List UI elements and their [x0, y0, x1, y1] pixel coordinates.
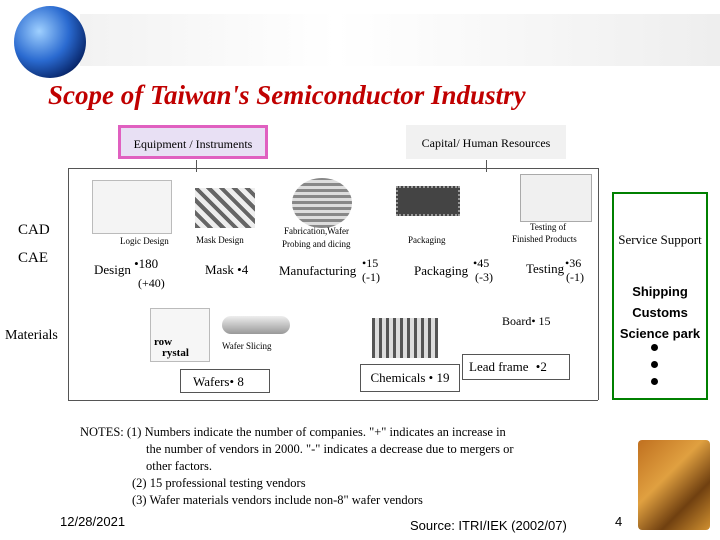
chemicals-bullet: • — [428, 370, 434, 385]
fabrication-label-1: Fabrication,Wafer — [284, 226, 349, 236]
testing-label: Testing — [526, 261, 565, 276]
materials-label: Materials — [5, 328, 58, 343]
mask-count: Mask •4 — [205, 262, 248, 278]
mask-value: 4 — [241, 262, 249, 277]
equipment-box: Equipment / Instruments — [118, 125, 268, 159]
logic-design-label: Logic Design — [120, 236, 169, 246]
globe-icon — [14, 6, 86, 78]
main-outline-top — [68, 168, 598, 169]
leadframe-label: Lead frame — [469, 359, 529, 374]
manufacturing-change: (-1) — [362, 270, 380, 284]
chemicals-label: Chemicals — [370, 370, 426, 385]
packaging-count: Packaging — [414, 263, 468, 279]
service-support-title: Service Support — [618, 232, 702, 247]
page-title: Scope of Taiwan's Semiconductor Industry — [48, 80, 526, 110]
design-change: (+40) — [138, 276, 165, 290]
note-line-3: other factors. — [146, 459, 212, 473]
wafer-slicing-label: Wafer Slicing — [222, 341, 272, 351]
service-item-shipping: Shipping — [632, 284, 688, 299]
mask-illustration — [195, 188, 255, 228]
testing-bullet: • — [565, 256, 570, 270]
design-workstation-illustration — [92, 180, 172, 234]
board-bullet: • — [531, 314, 536, 328]
crystal-label-1: row — [154, 336, 173, 348]
vertical-divider-right — [486, 160, 487, 172]
testing-count: Testing — [526, 261, 564, 277]
leadframe-bullet: • — [535, 359, 541, 374]
wafers-label: Wafers — [193, 374, 230, 389]
note-line-4: (2) 15 professional testing vendors — [132, 476, 306, 490]
design-count: Design •180 — [94, 256, 158, 278]
top-banner — [80, 14, 720, 66]
note-line-2: the number of vendors in 2000. "-" indic… — [146, 442, 514, 456]
wafer-illustration — [292, 178, 352, 228]
manufacturing-count: Manufacturing — [279, 263, 356, 279]
leadframe-value: 2 — [540, 359, 547, 374]
mask-label: Mask — [205, 262, 234, 277]
testing-label-1: Testing of — [530, 222, 567, 232]
crystal-label-2: rystal — [162, 347, 189, 359]
equipment-label: Equipment / Instruments — [133, 137, 253, 151]
service-support-box: Service Support Shipping Customs Science… — [612, 192, 708, 400]
fabrication-label-2: Probing and dicing — [282, 239, 351, 249]
packaging-value: 45 — [477, 256, 490, 270]
page-number: 4 — [615, 514, 623, 529]
wafers-bullet: • — [229, 374, 235, 389]
leadframe-box: Lead frame •2 — [462, 354, 570, 380]
mask-bullet: • — [237, 262, 242, 277]
crystal-illustration — [150, 308, 210, 362]
main-outline-bottom — [68, 400, 598, 401]
service-item-sciencepark: Science park — [619, 326, 701, 341]
footer-date: 12/28/2021 — [60, 514, 126, 529]
circuit-board-illustration — [372, 318, 438, 358]
chip-package-illustration — [396, 186, 460, 216]
packaging-stage-label: Packaging — [408, 235, 446, 245]
books-illustration — [638, 440, 710, 530]
board-value: 15 — [538, 314, 551, 328]
testing-illustration — [520, 174, 592, 222]
note-line-1: NOTES: (1) Numbers indicate the number o… — [80, 425, 506, 439]
wafers-box: Wafers• 8 — [180, 369, 270, 393]
chemicals-value: 19 — [436, 370, 450, 385]
board-count: Board• 15 — [502, 314, 551, 329]
main-outline-left — [68, 168, 69, 400]
wafers-value: 8 — [237, 374, 244, 389]
capital-box: Capital/ Human Resources — [406, 125, 566, 159]
chemicals-box: Chemicals • 19 — [360, 364, 460, 392]
design-value: 180 — [138, 256, 159, 271]
capital-label: Capital/ Human Resources — [421, 136, 551, 150]
packaging-value-wrap: •45 — [473, 256, 489, 271]
design-label: Design — [94, 262, 131, 277]
packaging-label: Packaging — [414, 263, 469, 278]
board-label: Board — [502, 314, 532, 328]
ellipsis-dot-1 — [651, 344, 658, 351]
manufacturing-value-wrap: •15 — [362, 256, 378, 271]
main-outline-right — [598, 168, 599, 400]
testing-change: (-1) — [566, 270, 584, 284]
cae-label: CAE — [18, 250, 48, 266]
service-item-customs: Customs — [632, 305, 688, 320]
ellipsis-dot-2 — [651, 361, 658, 368]
ingot-illustration — [222, 316, 290, 334]
design-bullet: • — [134, 256, 139, 271]
notes: NOTES: (1) Numbers indicate the number o… — [80, 424, 514, 509]
cad-label: CAD — [18, 222, 50, 238]
mask-design-label: Mask Design — [196, 235, 244, 245]
testing-label-2: Finished Products — [512, 234, 577, 244]
manufacturing-bullet: • — [362, 256, 367, 270]
testing-value: 36 — [569, 256, 582, 270]
packaging-change: (-3) — [475, 270, 493, 284]
packaging-bullet: • — [473, 256, 478, 270]
manufacturing-label: Manufacturing — [279, 263, 357, 278]
footer-source: Source: ITRI/IEK (2002/07) — [410, 518, 567, 533]
testing-value-wrap: •36 — [565, 256, 581, 271]
ellipsis-dot-3 — [651, 378, 658, 385]
vertical-divider-left — [196, 160, 197, 172]
note-line-5: (3) Wafer materials vendors include non-… — [132, 493, 423, 507]
manufacturing-value: 15 — [366, 256, 379, 270]
